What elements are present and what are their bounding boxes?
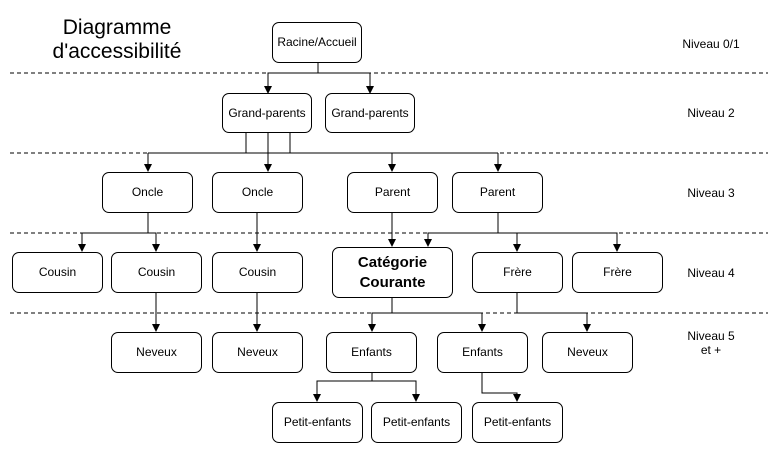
connector (313, 373, 373, 402)
connector (148, 232, 160, 252)
root-node: Racine/Accueil (272, 22, 362, 63)
nephew-node: Neveux (111, 332, 202, 373)
connector (368, 298, 393, 332)
connector (498, 232, 521, 252)
grandparent-node: Grand-parents (222, 93, 312, 133)
level-label: Niveau 3 (687, 186, 735, 200)
connector (517, 232, 621, 252)
cousin-node: Cousin (12, 252, 103, 293)
level-label: Niveau 4 (687, 266, 735, 280)
nephew-node: Neveux (542, 332, 633, 373)
parent-node: Parent (347, 172, 438, 213)
grandparent-node: Grand-parents (325, 93, 415, 133)
connector (481, 373, 521, 402)
children-node: Enfants (326, 332, 417, 373)
diagram-title: Diagramme d'accessibilité (52, 16, 182, 63)
connector (424, 213, 499, 247)
connector (392, 312, 486, 332)
grandchild-node: Petit-enfants (472, 402, 563, 443)
connector (318, 72, 374, 94)
grandchild-node: Petit-enfants (272, 402, 363, 443)
connector (78, 213, 149, 252)
children-node: Enfants (437, 332, 528, 373)
level-label: Niveau 5 et + (687, 329, 735, 357)
parent-node: Parent (452, 172, 543, 213)
uncle-node: Oncle (212, 172, 303, 213)
sibling-node: Frère (472, 252, 563, 293)
nephew-node: Neveux (212, 332, 303, 373)
grandchild-node: Petit-enfants (371, 402, 462, 443)
level-label: Niveau 2 (687, 106, 735, 120)
cousin-node: Cousin (212, 252, 303, 293)
level-label: Niveau 0/1 (682, 37, 740, 51)
connector-lines (78, 63, 621, 402)
sibling-node: Frère (572, 252, 663, 293)
connector (372, 380, 420, 402)
connector (264, 63, 319, 94)
uncle-node: Oncle (102, 172, 193, 213)
current-category-node: Catégorie Courante (332, 247, 453, 298)
connector (516, 293, 591, 332)
cousin-node: Cousin (111, 252, 202, 293)
